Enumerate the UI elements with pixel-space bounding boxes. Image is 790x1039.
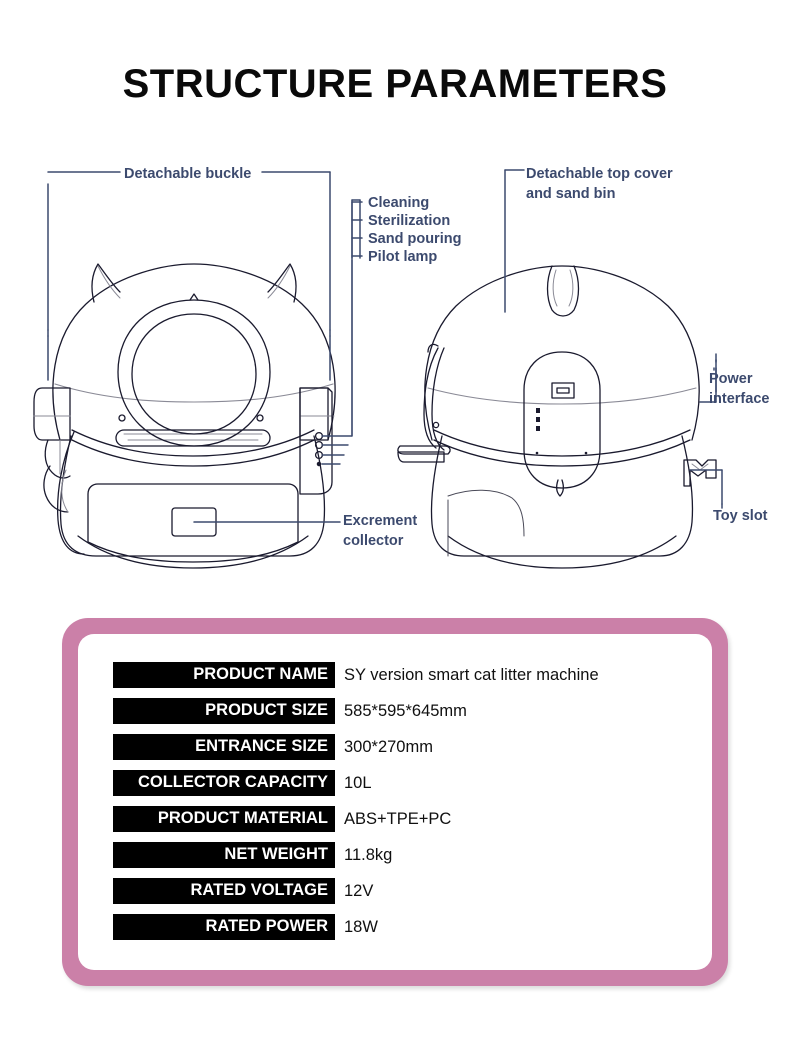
param-value: 300*270mm [344, 737, 433, 756]
table-row: NET WEIGHT 11.8kg [113, 842, 698, 868]
front-view-lamp-dot [316, 461, 322, 467]
table-row: PRODUCT NAME SY version smart cat litter… [113, 662, 698, 688]
parameters-table: PRODUCT NAME SY version smart cat litter… [113, 662, 698, 950]
param-value: 585*595*645mm [344, 701, 467, 720]
product-diagram [0, 140, 790, 590]
rear-view-toy-hook [683, 459, 717, 487]
rear-view-back-panel [523, 351, 601, 497]
param-value: 12V [344, 881, 374, 900]
parameters-panel-inner: PRODUCT NAME SY version smart cat litter… [78, 634, 712, 970]
table-row: COLLECTOR CAPACITY 10L [113, 770, 698, 796]
param-key: NET WEIGHT [113, 842, 335, 868]
callout-pilot-lamp: Pilot lamp [368, 249, 438, 265]
param-key: PRODUCT MATERIAL [113, 806, 335, 832]
param-value: 10L [344, 773, 372, 792]
callout-excrement-collector: Excrement collector [343, 513, 418, 549]
param-value: 11.8kg [344, 845, 393, 864]
callout-sand-pouring: Sand pouring [368, 231, 462, 247]
callout-power-interface: Power interface [709, 371, 770, 407]
table-row: ENTRANCE SIZE 300*270mm [113, 734, 698, 760]
callout-detachable-buckle: Detachable buckle [124, 166, 252, 182]
param-key: PRODUCT NAME [113, 662, 335, 688]
callout-detachable-top-cover: Detachable top cover and sand bin [526, 166, 673, 202]
table-row: PRODUCT SIZE 585*595*645mm [113, 698, 698, 724]
param-key: RATED VOLTAGE [113, 878, 335, 904]
diagram-svg [33, 169, 723, 569]
parameters-panel-frame: PRODUCT NAME SY version smart cat litter… [62, 618, 728, 986]
param-key: COLLECTOR CAPACITY [113, 770, 335, 796]
front-view-side-buckles [33, 387, 335, 513]
rear-view-top-cover [546, 265, 580, 317]
table-row: PRODUCT MATERIAL ABS+TPE+PC [113, 806, 698, 832]
leader-lines [47, 169, 723, 523]
param-key: PRODUCT SIZE [113, 698, 335, 724]
param-key: ENTRANCE SIZE [113, 734, 335, 760]
page-title: STRUCTURE PARAMETERS [122, 62, 668, 106]
table-row: RATED VOLTAGE 12V [113, 878, 698, 904]
rear-view [397, 265, 717, 569]
param-value: 18W [344, 917, 378, 936]
front-view-drawer [87, 483, 299, 563]
callout-toy-slot: Toy slot [713, 508, 768, 524]
param-value: SY version smart cat litter machine [344, 665, 599, 684]
rear-view-power-port [551, 382, 575, 399]
table-row: RATED POWER 18W [113, 914, 698, 940]
front-view [33, 263, 336, 569]
callout-sterilization: Sterilization [368, 213, 451, 229]
callout-cleaning: Cleaning [368, 195, 430, 211]
param-key: RATED POWER [113, 914, 335, 940]
param-value: ABS+TPE+PC [344, 809, 452, 828]
